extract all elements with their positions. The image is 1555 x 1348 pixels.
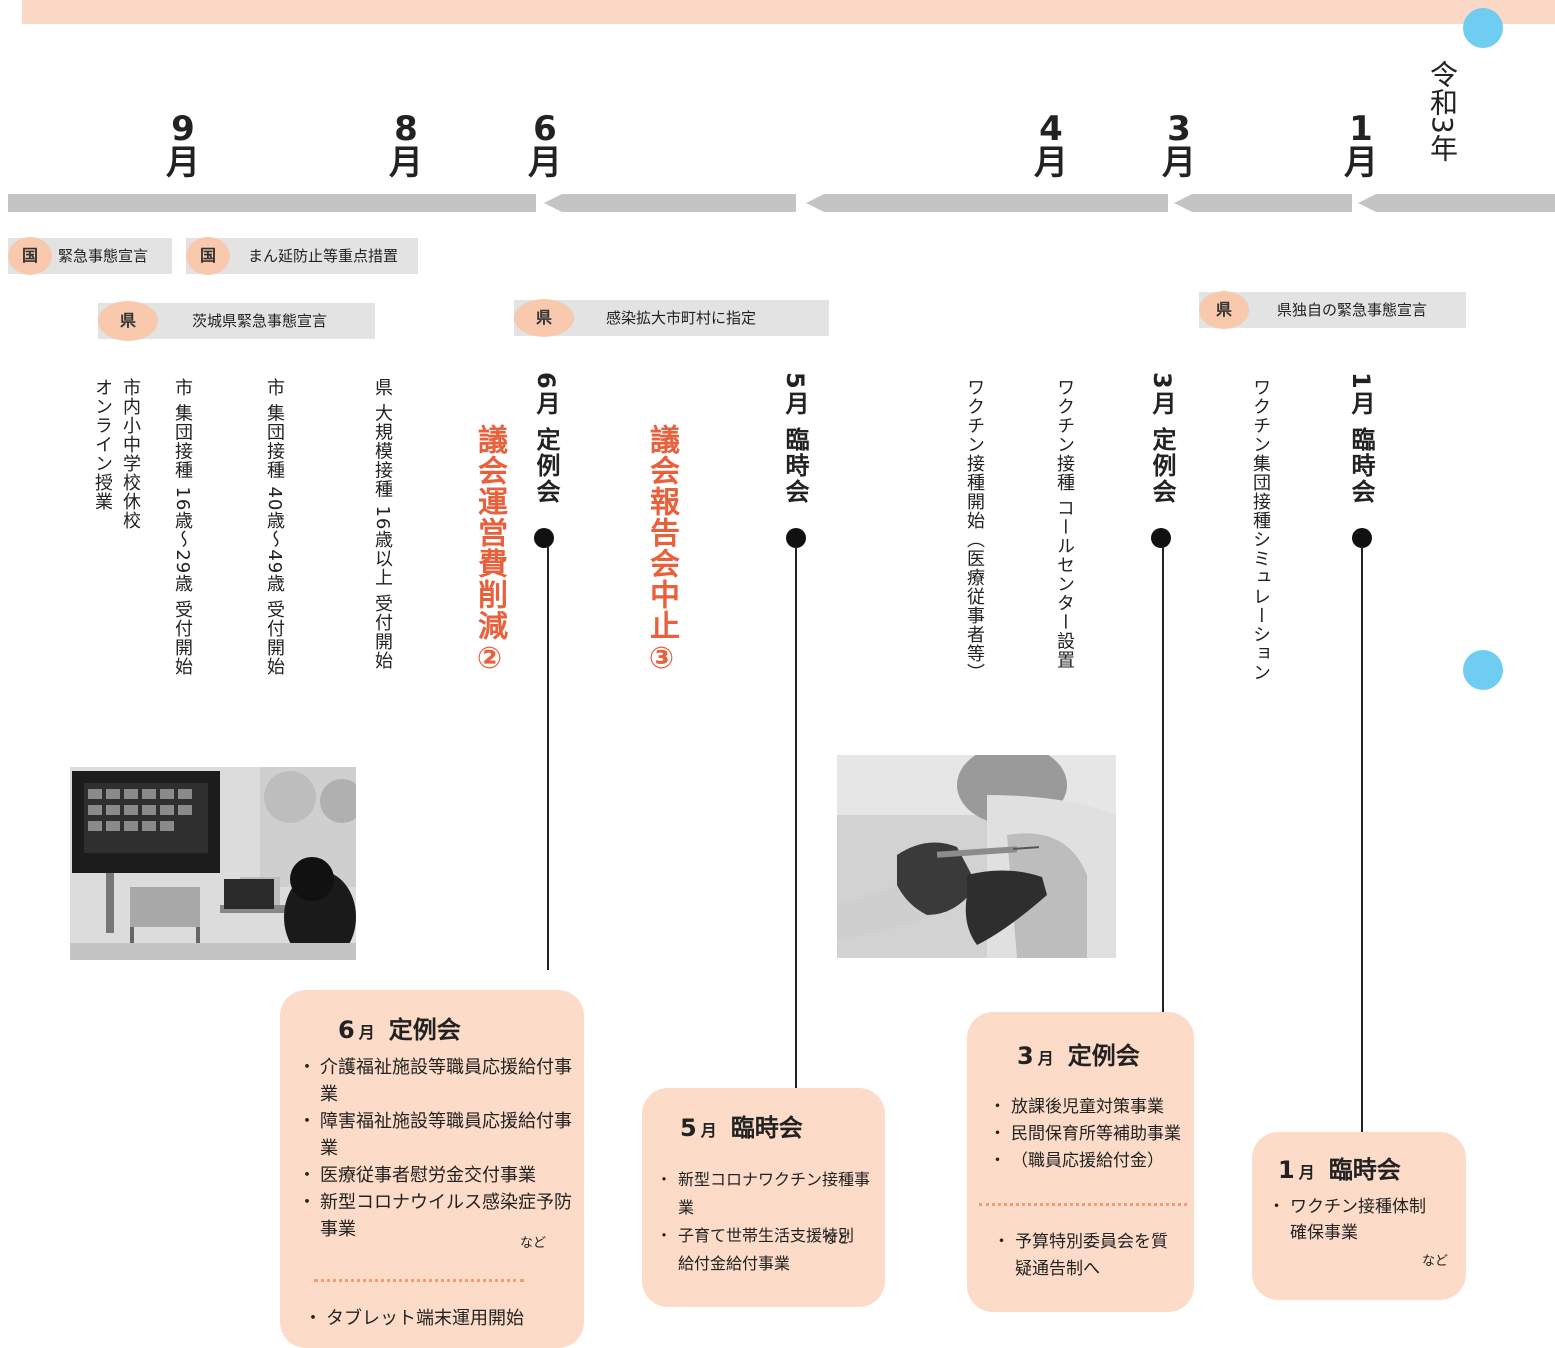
dotted-divider [314,1279,524,1282]
decorative-dot-top [1463,8,1503,48]
meeting-january: 1月 臨時会 [1347,372,1375,506]
event-pref-large-scale: 県 大規模接種 16歳以上 受付開始 [372,378,393,671]
list-item: 障害福祉施設等職員応援給付事業 [298,1108,574,1162]
timeline-bar [806,194,1168,212]
meeting-june: 6月 定例会 [532,372,560,506]
card-item-list: 介護福祉施設等職員応援給付事業 障害福祉施設等職員応援給付事業 医療従事者慰労金… [298,1054,574,1243]
list-item: 介護福祉施設等職員応援給付事業 [298,1054,574,1108]
badge-national: 国 [8,237,52,275]
event-school-closure: 市内小中学校休校 [120,378,141,530]
vaccination-photo [837,755,1116,958]
badge-prefecture: 県 [98,301,158,341]
tag-ibaraki-emergency: 県 茨城県緊急事態宣言 [98,301,375,341]
list-item: 新型コロナウイルス感染症予防事業 [298,1189,574,1243]
era-label: 令和3年 [1426,60,1459,162]
badge-prefecture: 県 [514,299,574,337]
timeline-node-january [1352,528,1372,548]
badge-national: 国 [186,237,230,275]
tag-national-priority: 国 まん延防止等重点措置 [186,237,418,275]
top-banner [22,0,1555,24]
card-item-list: ワクチン接種体制確保事業 [1268,1194,1436,1246]
card-item-list: 新型コロナワクチン接種事業 子育て世帯生活支援特別給付金給付事業 [656,1166,878,1278]
list-item: （職員応援給付金） [989,1148,1187,1175]
list-item: 予算特別委員会を質疑通告制へ [993,1229,1169,1283]
meeting-march: 3月 定例会 [1148,372,1176,506]
card-note-etc: など [520,1236,547,1251]
card-extra-list: 予算特別委員会を質疑通告制へ [993,1229,1169,1283]
list-item: 医療従事者慰労金交付事業 [298,1162,574,1189]
card-note-etc: など [824,1232,851,1247]
tag-text: 茨城県緊急事態宣言 [192,312,328,330]
highlight-cost-cut: 議会運営費削減② [472,424,507,677]
tag-text: まん延防止等重点措置 [248,247,399,265]
timeline-node-march [1151,528,1171,548]
event-call-center: ワクチン接種 コールセンター設置 [1054,378,1075,670]
tag-text: 感染拡大市町村に指定 [606,309,757,327]
card-note-etc: など [1422,1254,1449,1269]
highlight-report-cancel: 議会報告会中止③ [644,424,679,677]
timeline-bar [1358,194,1555,212]
connector-line-may [795,546,797,1090]
tag-prefecture-emergency: 県 県独自の緊急事態宣言 [1199,291,1466,329]
list-item: 子育て世帯生活支援特別給付金給付事業 [656,1222,854,1278]
list-item: タブレット端末運用開始 [304,1305,572,1332]
timeline-node-may [786,528,806,548]
list-item: 新型コロナワクチン接種事業 [656,1166,878,1222]
timeline-bar [1174,194,1352,212]
tag-national-emergency: 国 緊急事態宣言 [8,237,172,275]
card-extra-list: タブレット端末運用開始 [304,1305,572,1332]
tag-infection-city: 県 感染拡大市町村に指定 [514,299,829,337]
list-item: 放課後児童対策事業 [989,1094,1187,1121]
card-item-list: 放課後児童対策事業 民間保育所等補助事業 （職員応援給付金） [989,1094,1187,1175]
event-city-group-16-29: 市 集団接種 16歳～29歳 受付開始 [172,378,193,676]
decorative-dot-middle [1463,650,1503,690]
list-item: ワクチン接種体制確保事業 [1268,1194,1436,1246]
dotted-divider [979,1203,1187,1206]
badge-prefecture: 県 [1199,291,1249,329]
connector-line-june [547,546,549,970]
tag-text: 県独自の緊急事態宣言 [1277,301,1428,319]
timeline-bar [8,194,536,212]
event-vaccine-start: ワクチン接種開始（医療従事者等） [964,378,985,682]
event-simulation: ワクチン集団接種シミュレーション [1250,378,1271,682]
timeline-node-june [534,528,554,548]
meeting-may: 5月 臨時会 [781,372,809,506]
event-city-group-40-49: 市 集団接種 40歳～49歳 受付開始 [264,378,285,676]
event-online-class: オンライン授業 [92,378,113,511]
online-class-photo [70,767,356,960]
list-item: 民間保育所等補助事業 [989,1121,1187,1148]
timeline-bar [544,194,796,212]
tag-text: 緊急事態宣言 [58,247,149,265]
connector-line-march [1162,546,1164,1016]
connector-line-january [1361,546,1363,1134]
